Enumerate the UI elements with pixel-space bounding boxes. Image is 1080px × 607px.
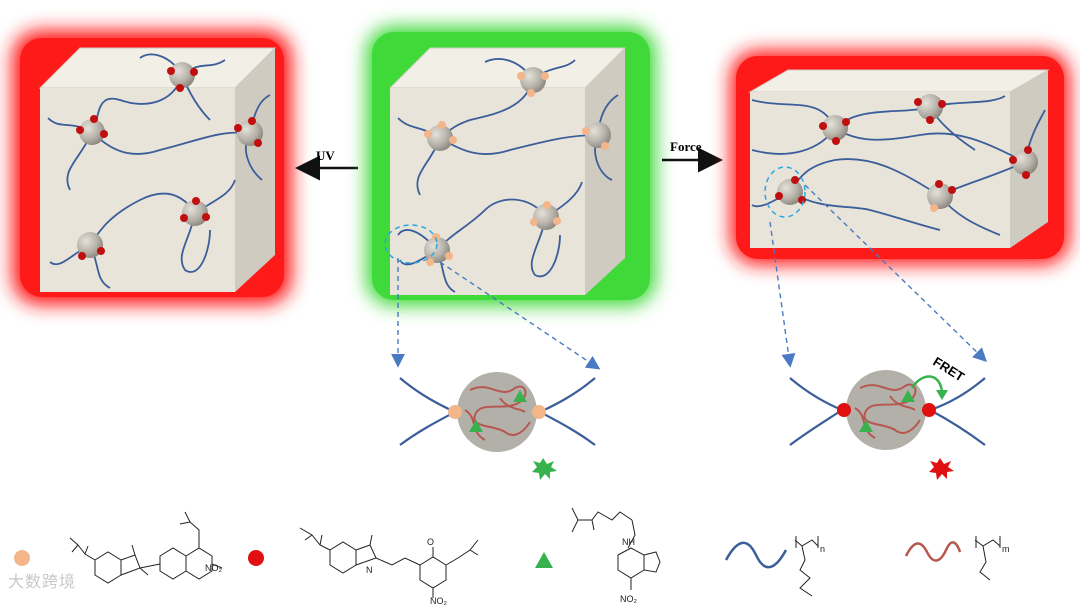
orange-circle-icon [448,405,462,419]
legend: NO₂ N O NO₂ NH NO₂ [14,508,1010,606]
uv-arrow: UV [300,148,358,168]
m-index-label: m [1002,544,1010,554]
watermark: 大数跨境 [8,568,76,592]
cube-side-face [235,48,275,292]
merocyanine-structure [300,528,478,598]
n-index-label: n [820,544,825,554]
red-burst-icon [929,458,954,480]
nbd-structure [572,508,660,590]
orange-circle-icon [532,405,546,419]
n-plus-label: N [366,565,373,575]
pmma-structure [975,536,1000,580]
green-triangle-icon [535,552,553,568]
relaxed-state-panel [366,26,656,306]
red-circle-icon [248,550,264,566]
fret-arrowhead-icon [936,390,948,400]
uv-state-panel [12,30,292,305]
red-wave-icon [906,542,960,560]
green-burst-icon [532,458,557,480]
orange-circle-icon [14,550,30,566]
stretched-state-panel [730,50,1070,265]
blue-wave-icon [726,543,786,567]
spiropyran-structure [70,512,222,583]
nh-label: NH [622,537,635,547]
red-circle-icon [837,403,851,417]
force-arrow: Force [662,139,718,160]
pba-structure [795,536,818,596]
force-label: Force [670,139,702,154]
no2-label: NO₂ [430,596,448,606]
cube-top-face [40,48,275,88]
uv-label: UV [316,148,335,163]
closed-form-zoom [400,372,595,480]
red-circle-icon [922,403,936,417]
cube-front-face [750,92,1010,248]
o-minus-label: O [427,537,434,547]
cube-top-face [390,48,625,88]
open-form-zoom: FRET [790,354,985,480]
cube-top-face [750,70,1048,92]
no2-label: NO₂ [620,594,638,604]
cube-side-face [585,48,625,295]
no2-label: NO₂ [205,563,223,573]
closed-crosslinker [930,204,938,212]
